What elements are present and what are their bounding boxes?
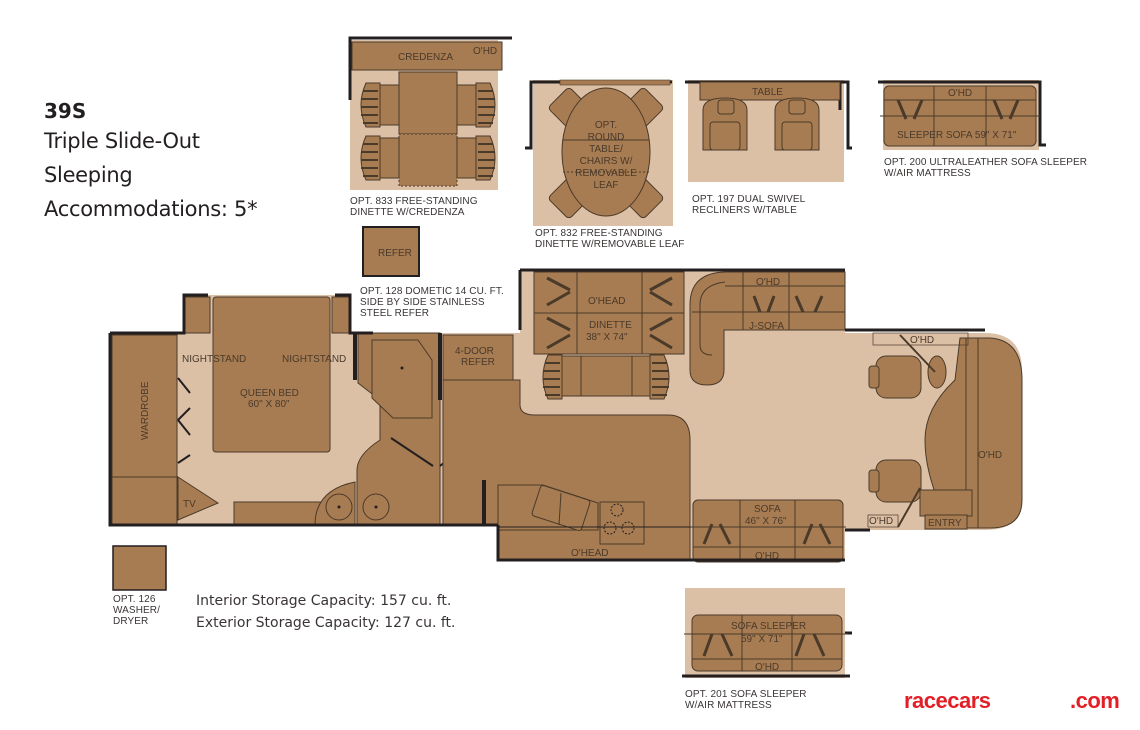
option-832-round-dinette: OPT. ROUND TABLE/ CHAIRS W/ REMOVABLE LE… (525, 79, 673, 226)
svg-text:O'HEAD: O'HEAD (571, 548, 608, 559)
svg-text:ROUND: ROUND (588, 132, 625, 143)
svg-text:TABLE: TABLE (752, 87, 783, 98)
storage-capacity: Interior Storage Capacity: 157 cu. ft. E… (196, 590, 455, 634)
svg-text:O'HD: O'HD (978, 450, 1002, 461)
title-line-1: Triple Slide-Out (44, 129, 200, 153)
svg-text:NIGHTSTAND: NIGHTSTAND (282, 354, 346, 365)
svg-text:46" X 76": 46" X 76" (745, 516, 787, 527)
option-197-dual-recliners: TABLE (685, 80, 852, 182)
watermark-racecars: racecars (904, 688, 991, 713)
svg-text:NIGHTSTAND: NIGHTSTAND (182, 354, 246, 365)
svg-text:59" X 71": 59" X 71" (741, 634, 783, 645)
svg-text:O'HD: O'HD (869, 516, 893, 527)
option-201-sofa-sleeper: SOFA SLEEPER 59" X 71" O'HD (682, 588, 852, 678)
svg-text:O'HD: O'HD (948, 88, 972, 99)
svg-text:CHAIRS W/: CHAIRS W/ (580, 156, 633, 167)
floorplan-title: 39S Triple Slide-Out Sleeping Accommodat… (44, 98, 258, 226)
model-name: 39S (44, 99, 87, 123)
option-200-sleeper-sofa: O'HD SLEEPER SOFA 59" X 71" (878, 80, 1046, 150)
svg-text:O'HD: O'HD (756, 277, 780, 288)
svg-text:O'HD: O'HD (910, 335, 934, 346)
svg-text:WARDROBE: WARDROBE (140, 381, 151, 440)
svg-text:LEAF: LEAF (593, 180, 618, 191)
svg-text:SLEEPER SOFA 59" X 71": SLEEPER SOFA 59" X 71" (897, 130, 1017, 141)
svg-text:REFER: REFER (378, 248, 412, 259)
interior-storage: Interior Storage Capacity: 157 cu. ft. (196, 593, 452, 609)
svg-text:TV: TV (183, 499, 196, 510)
svg-text:60" X 80": 60" X 80" (248, 399, 290, 410)
title-line-2: Sleeping (44, 163, 133, 187)
option-833-dinette-credenza: CREDENZA O'HD (348, 36, 512, 190)
svg-text:CREDENZA: CREDENZA (398, 52, 453, 63)
exterior-storage: Exterior Storage Capacity: 127 cu. ft. (196, 615, 456, 631)
option-128-refer: REFER (362, 226, 420, 277)
svg-text:REMOVABLE: REMOVABLE (575, 168, 637, 179)
svg-text:O'HD: O'HD (755, 551, 779, 562)
svg-text:SOFA SLEEPER: SOFA SLEEPER (731, 621, 806, 632)
svg-text:ENTRY: ENTRY (928, 518, 962, 529)
svg-text:38" X 74": 38" X 74" (586, 332, 628, 343)
svg-text:4-DOOR: 4-DOOR (455, 346, 494, 357)
svg-text:O'HD: O'HD (755, 662, 779, 673)
svg-text:TABLE/: TABLE/ (589, 144, 623, 155)
svg-text:SOFA: SOFA (754, 504, 781, 515)
svg-text:DINETTE: DINETTE (589, 320, 632, 331)
svg-text:OPT.: OPT. (595, 120, 617, 131)
caption-opt-128: OPT. 128 DOMETIC 14 CU. FT.SIDE BY SIDE … (360, 286, 504, 319)
title-line-3: Accommodations: 5* (44, 197, 258, 221)
watermark-dotcom: .com (1070, 688, 1120, 713)
main-floorplan: WARDROBE TV NIGHTSTAND NIGHTSTAND QUEEN … (108, 268, 1023, 563)
svg-text:REFER: REFER (461, 357, 495, 368)
svg-text:QUEEN BED: QUEEN BED (240, 388, 299, 399)
svg-text:O'HD: O'HD (473, 46, 497, 57)
svg-text:O'HEAD: O'HEAD (588, 296, 625, 307)
option-126-washer-dryer (112, 545, 167, 591)
svg-text:J-SOFA: J-SOFA (749, 321, 784, 332)
